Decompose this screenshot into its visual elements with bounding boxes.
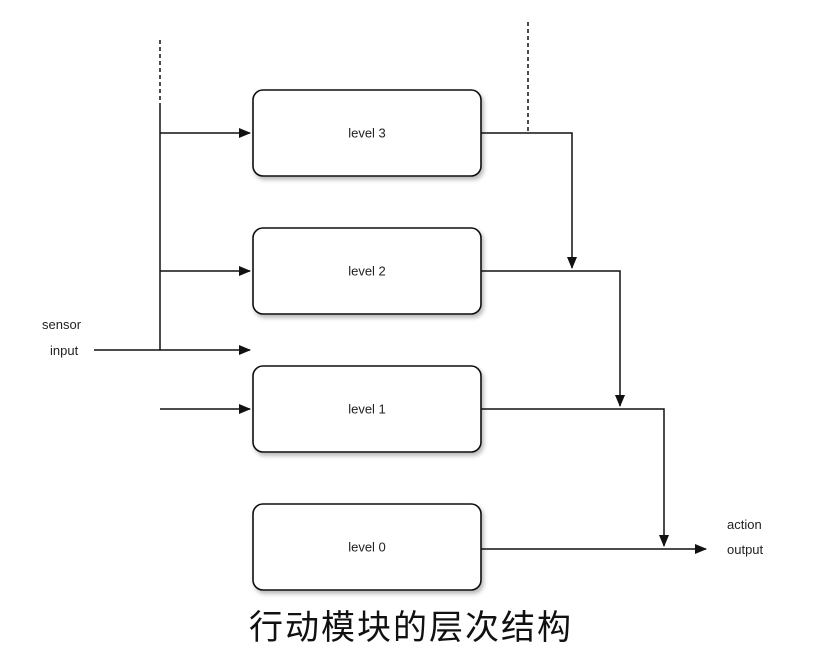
- level-2-box: level 2: [252, 227, 482, 315]
- level-1-box: level 1: [252, 365, 482, 453]
- output-path-level-1: [481, 408, 669, 547]
- sensor-label: sensor: [42, 317, 82, 332]
- level-2-label: level 2: [348, 263, 386, 278]
- level-0-box: level 0: [252, 503, 482, 591]
- action-label: action: [727, 517, 762, 532]
- output-path-level-2: [481, 270, 625, 407]
- level-3-label: level 3: [348, 125, 386, 140]
- output-path-level-3: [481, 132, 577, 269]
- level-3-box: level 3: [252, 89, 482, 177]
- input-label: input: [50, 343, 79, 358]
- level-1-label: level 1: [348, 401, 386, 416]
- diagram-caption: 行动模块的层次结构: [249, 608, 573, 648]
- output-label: output: [727, 542, 764, 557]
- level-0-label: level 0: [348, 539, 386, 554]
